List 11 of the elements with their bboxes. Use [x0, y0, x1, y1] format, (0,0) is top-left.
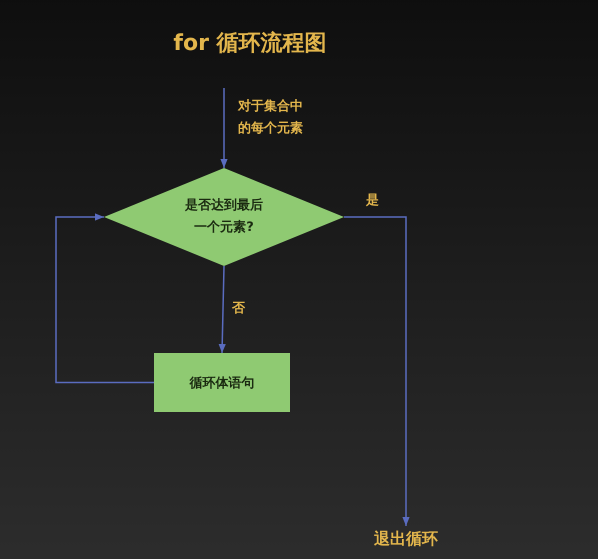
edge-label: 对于集合中的每个元素 — [238, 98, 304, 138]
arrow — [220, 88, 228, 168]
process-box: 循环体语句 — [154, 353, 290, 412]
arrow — [218, 266, 226, 354]
title: for 循环流程图 — [172, 30, 328, 58]
end-label: 退出循环 — [365, 526, 447, 552]
edge-label: 否 — [232, 300, 246, 318]
arrow — [344, 216, 410, 526]
decision-diamond: 是否达到最后一个元素? — [104, 168, 344, 266]
edge-label: 是 — [366, 192, 380, 210]
arrow — [55, 213, 154, 384]
